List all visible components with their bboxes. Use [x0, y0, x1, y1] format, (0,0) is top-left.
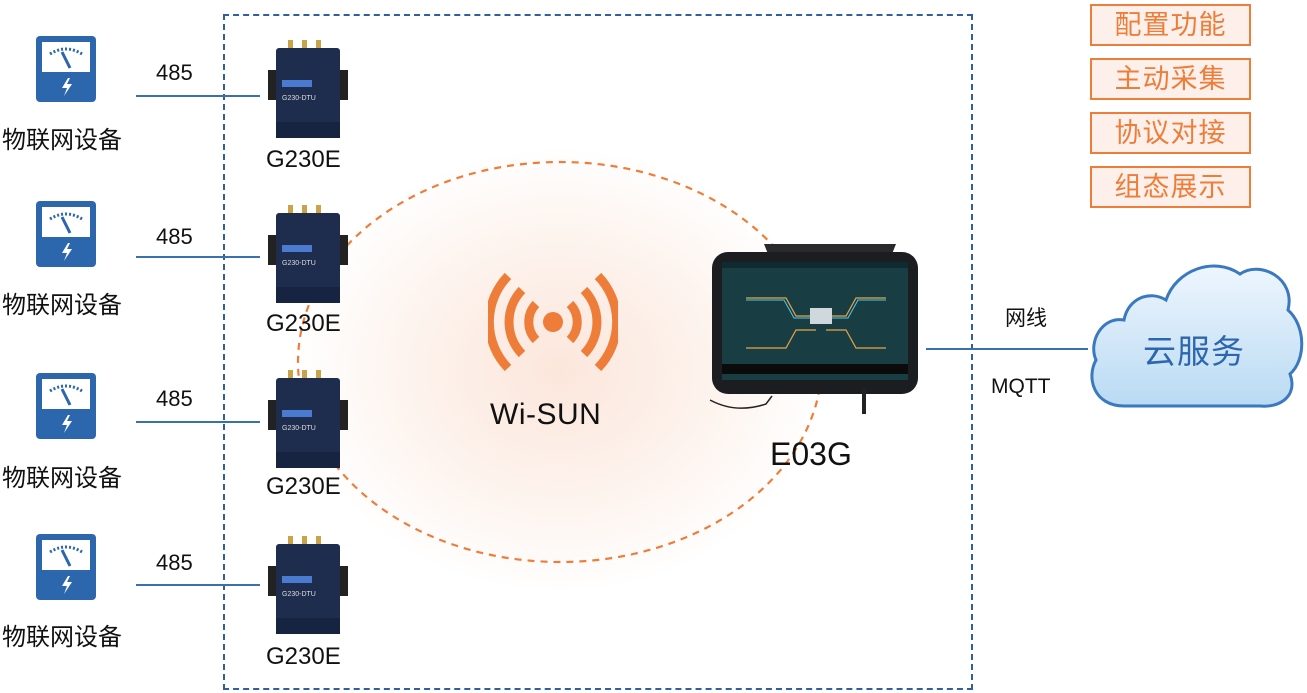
feature-config: 配置功能	[1090, 4, 1251, 46]
svg-text:G230-DTU: G230-DTU	[282, 425, 316, 432]
wireless-signal-icon	[488, 272, 618, 372]
rs485-link	[136, 421, 260, 423]
device-label: 物联网设备	[2, 127, 122, 154]
bus-label-485: 485	[156, 386, 193, 411]
rs485-link	[136, 584, 260, 586]
uplink-medium-label: 网线	[1005, 307, 1047, 330]
svg-text:G230-DTU: G230-DTU	[282, 260, 316, 267]
touch-panel-icon	[709, 244, 918, 414]
rs485-link	[136, 95, 260, 97]
meter-icon	[36, 201, 96, 267]
cloud-icon	[1090, 264, 1304, 408]
controller-label: E03G	[770, 436, 852, 472]
feature-protocol-docking: 协议对接	[1090, 112, 1251, 154]
svg-text:G230-DTU: G230-DTU	[282, 591, 316, 598]
gateway-network-boundary	[223, 14, 973, 690]
gateway-device-icon: G230-DTU	[268, 536, 348, 640]
cloud-label: 云服务	[1143, 333, 1245, 370]
gateway-label: G230E	[266, 310, 341, 337]
meter-icon	[36, 36, 96, 102]
rs485-link	[136, 256, 260, 258]
bus-label-485: 485	[156, 550, 193, 575]
gateway-label: G230E	[266, 643, 341, 670]
feature-scada-display: 组态展示	[1090, 166, 1251, 208]
wisun-label: Wi-SUN	[490, 398, 602, 431]
gateway-device-icon: G230-DTU	[268, 40, 348, 144]
gateway-model-text: G230-DTU	[282, 95, 316, 102]
device-label: 物联网设备	[2, 465, 122, 492]
device-label: 物联网设备	[2, 624, 122, 651]
feature-active-collection: 主动采集	[1090, 58, 1251, 100]
gateway-label: G230E	[266, 473, 341, 500]
device-label: 物联网设备	[2, 292, 122, 319]
bus-label-485: 485	[156, 224, 193, 249]
gateway-device-icon: G230-DTU	[268, 370, 348, 474]
meter-icon	[36, 534, 96, 600]
uplink-protocol-label: MQTT	[991, 375, 1051, 398]
bus-label-485: 485	[156, 60, 193, 85]
meter-icon	[36, 373, 96, 439]
ethernet-link	[926, 348, 1088, 350]
gateway-label: G230E	[266, 146, 341, 173]
gateway-device-icon: G230-DTU	[268, 205, 348, 309]
